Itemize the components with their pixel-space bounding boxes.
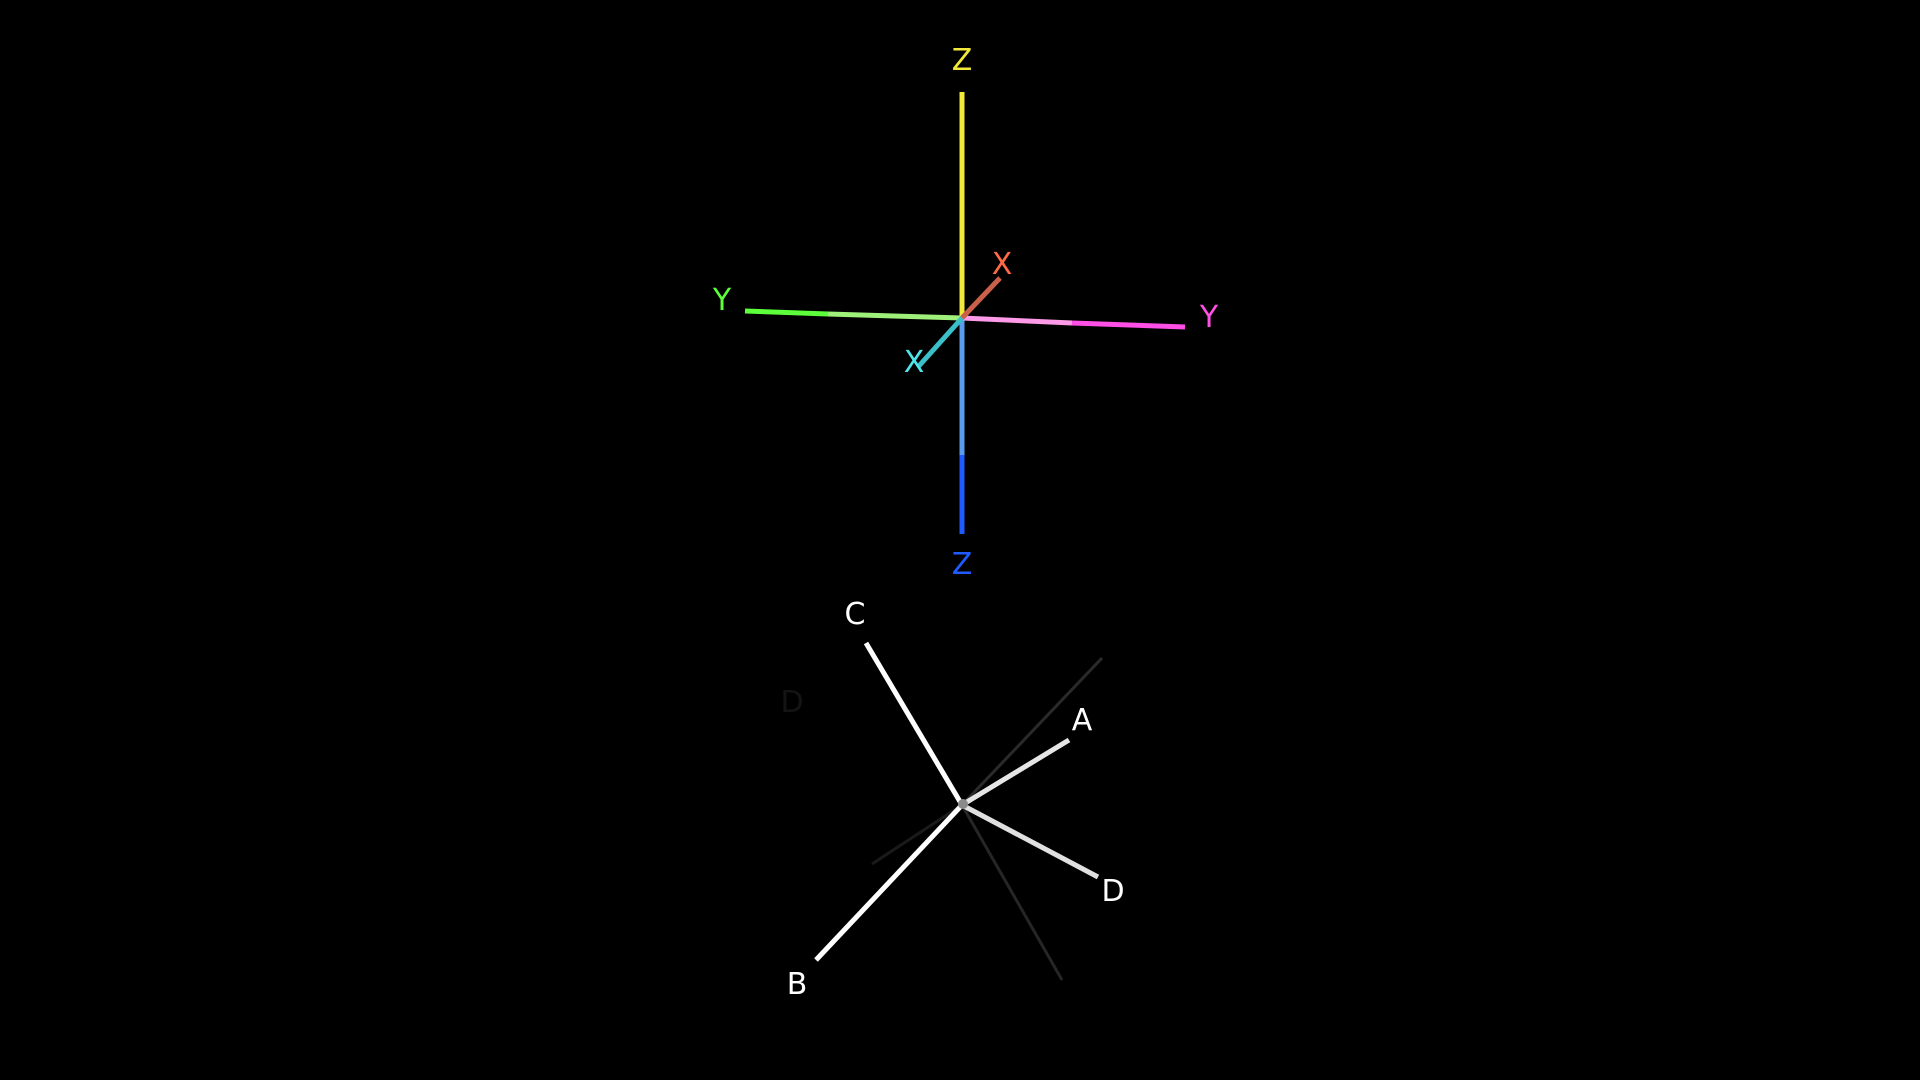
y-axis-negative-line-near xyxy=(827,311,963,321)
arm-d-line xyxy=(960,802,1100,880)
y-axis-positive-line-far xyxy=(1071,320,1186,330)
arm-b-line xyxy=(814,803,964,962)
x-axis-negative-line xyxy=(916,316,964,369)
y-axis-negative-line-far xyxy=(744,308,829,317)
z-axis-negative-label: Z xyxy=(952,547,973,582)
arm-d-label: D xyxy=(1101,874,1124,909)
arms-center-joint xyxy=(958,799,968,809)
axis-gizmo: Z Z Y Y X X xyxy=(712,43,1219,582)
y-axis-positive-label: Y xyxy=(1199,300,1219,335)
arm-ghost-ne-line xyxy=(960,656,1104,807)
arm-ghost-sw-line xyxy=(871,803,963,866)
x-axis-positive-line xyxy=(960,276,1002,320)
arm-c-label: C xyxy=(845,597,866,632)
arm-ghost-se-line xyxy=(960,804,1064,981)
arm-ghost-d-label: D xyxy=(780,685,803,720)
x-axis-positive-label: X xyxy=(992,247,1013,282)
arm-a-line xyxy=(960,737,1071,808)
x-axis-negative-label: X xyxy=(904,345,925,380)
y-axis-negative-label: Y xyxy=(712,283,732,318)
y-axis-positive-line-near xyxy=(961,315,1073,326)
arms-figure: D C A D B xyxy=(780,597,1124,1002)
arm-a-label: A xyxy=(1072,703,1093,738)
z-axis-positive-label: Z xyxy=(952,43,973,78)
arm-b-label: B xyxy=(787,967,808,1002)
arm-c-line xyxy=(863,641,965,807)
